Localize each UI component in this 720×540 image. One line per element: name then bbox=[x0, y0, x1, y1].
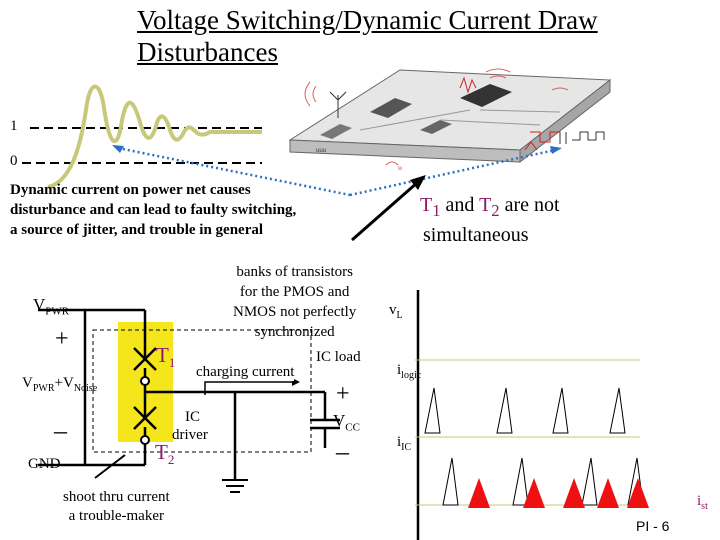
shoot-thru-spike bbox=[468, 478, 490, 508]
banks-note: banks of transistors for the PMOS and NM… bbox=[233, 264, 357, 340]
iic-label: iIC bbox=[397, 434, 412, 453]
shoot-thru-note: shoot thru current a trouble-maker bbox=[63, 489, 170, 524]
nonsimultaneous-note: T1 and T2 are not simultaneous bbox=[420, 194, 560, 246]
vl-label: vL bbox=[389, 302, 403, 321]
logic-low-label: 0 bbox=[10, 153, 18, 169]
svg-text:uuu: uuu bbox=[316, 148, 326, 154]
minus-sign: – bbox=[54, 416, 67, 445]
ist-label: ist bbox=[697, 493, 708, 512]
logic-high-label: 1 bbox=[10, 118, 18, 134]
title-line-2: Disturbances bbox=[137, 37, 278, 67]
svg-text:w: w bbox=[397, 166, 403, 172]
vpwr-noise-label: VPWR+VNoise bbox=[22, 375, 98, 394]
vcc-label: VCC bbox=[333, 411, 360, 434]
charging-current-label: charging current bbox=[196, 364, 295, 381]
t2-label: T2 bbox=[155, 440, 175, 468]
shoot-thru-spike bbox=[627, 478, 649, 508]
plus-sign: + bbox=[55, 326, 69, 352]
shoot-thru-spike bbox=[563, 478, 585, 508]
ringing-waveform bbox=[47, 84, 262, 189]
vpwr-label: VPWR bbox=[33, 295, 70, 318]
title-line-1: Voltage Switching/Dynamic Current Draw bbox=[137, 5, 598, 35]
gnd-label: GND bbox=[28, 456, 61, 472]
dotted-arrow-head-left bbox=[112, 145, 124, 153]
t1-label: T1 bbox=[156, 343, 176, 371]
page-title: Voltage Switching/Dynamic Current Draw D… bbox=[137, 4, 598, 68]
page-number: PI - 6 bbox=[636, 518, 670, 534]
ic-driver-label: IC driver bbox=[172, 409, 208, 443]
ilogic-label: ilogic bbox=[397, 362, 422, 381]
vcc-minus-sign: – bbox=[336, 437, 349, 466]
circuit-board-illustration: w uuu bbox=[288, 68, 612, 172]
pointer-arrow bbox=[351, 180, 419, 242]
shoot-thru-spike bbox=[523, 478, 545, 508]
description: Dynamic current on power net causes dist… bbox=[10, 182, 297, 238]
vcc-plus-sign: + bbox=[336, 381, 350, 407]
ic-package-outline bbox=[92, 329, 312, 453]
dotted-arrow-head-right bbox=[550, 146, 562, 154]
current-waveforms bbox=[415, 290, 649, 540]
driver-circuit bbox=[38, 308, 340, 493]
shoot-thru-spike bbox=[597, 478, 619, 508]
pointer-arrow-head bbox=[410, 175, 426, 190]
ic-load-label: IC load bbox=[316, 349, 361, 365]
